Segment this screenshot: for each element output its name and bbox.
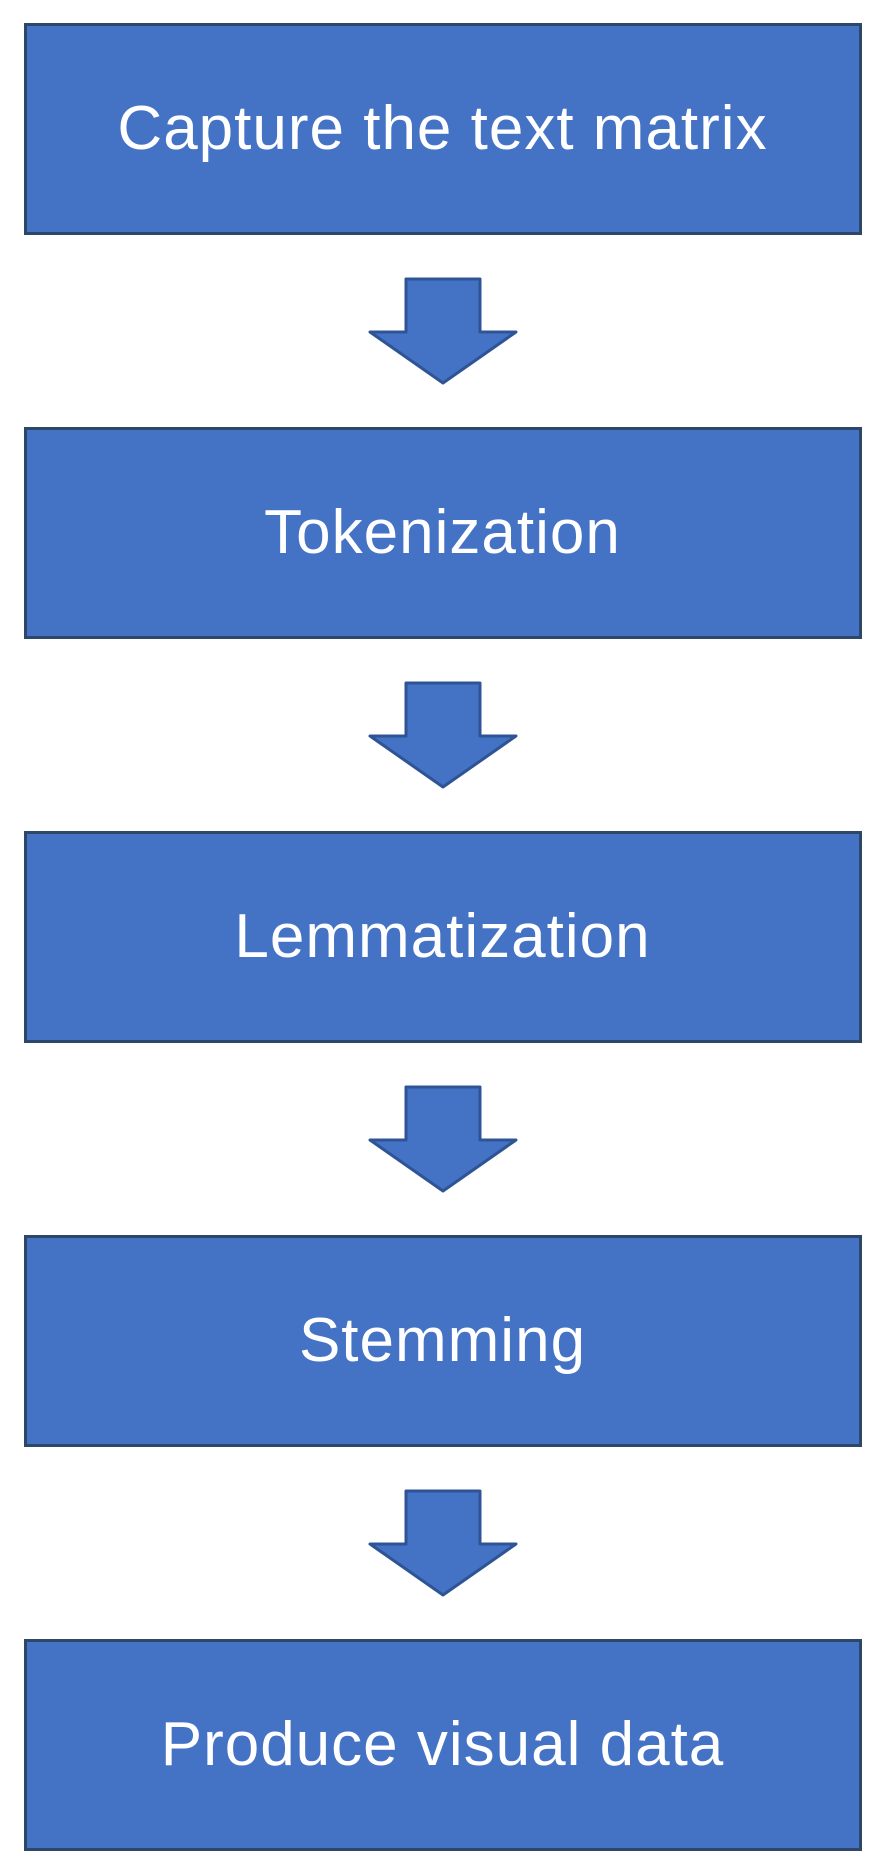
down-arrow-icon [368,277,517,385]
flow-step-capture-text-matrix: Capture the text matrix [23,23,862,235]
flow-step-stemming: Stemming [23,1235,862,1447]
flow-step-label: Capture the text matrix [117,93,768,163]
flow-step-label: Stemming [298,1305,587,1375]
flow-step-produce-visual-data: Produce visual data [23,1639,862,1851]
flow-step-label: Tokenization [264,497,621,567]
flow-step-label: Lemmatization [234,901,651,971]
flow-step-tokenization: Tokenization [23,427,862,639]
flow-step-label: Produce visual data [160,1709,725,1779]
down-arrow-icon [368,1489,517,1597]
down-arrow-icon [368,1085,517,1193]
down-arrow-icon [368,681,517,789]
flow-step-lemmatization: Lemmatization [23,831,862,1043]
